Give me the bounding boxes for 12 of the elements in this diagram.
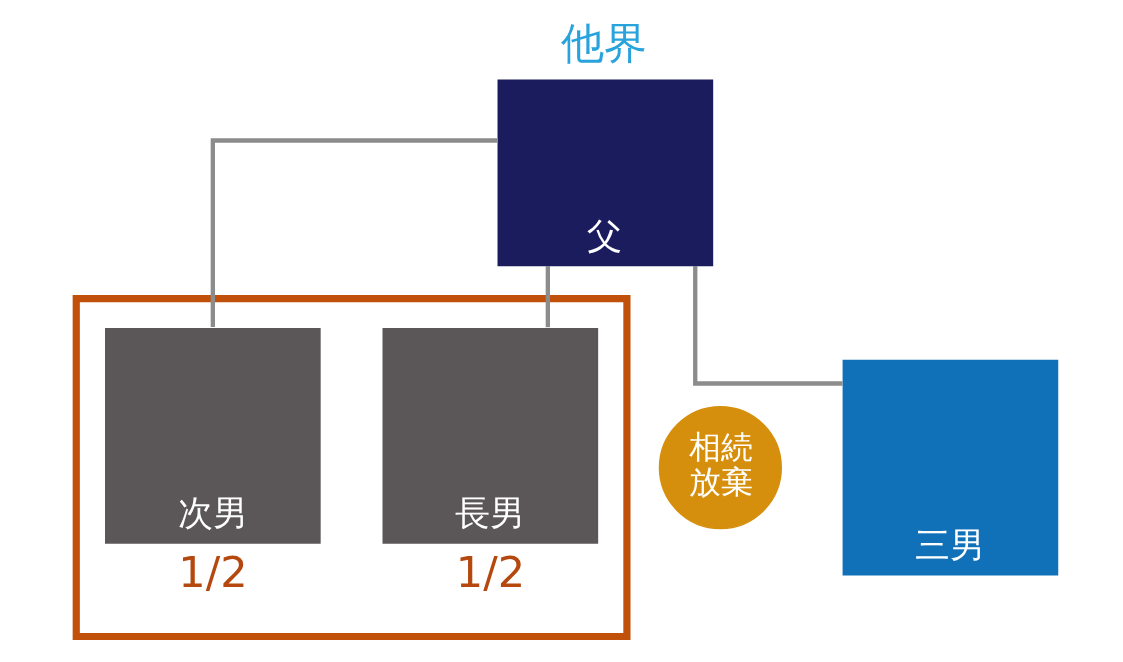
connector bbox=[693, 265, 843, 386]
node-label: 1/2 bbox=[455, 546, 526, 597]
node-box: 長男 bbox=[382, 328, 599, 544]
node-box: 次男 bbox=[105, 328, 321, 544]
node-label: 1/2 bbox=[178, 546, 248, 597]
cluster bbox=[72, 295, 631, 641]
node-box: 父 bbox=[497, 79, 714, 267]
connector bbox=[545, 266, 550, 328]
connector bbox=[210, 138, 498, 327]
node-box: 三男 bbox=[842, 359, 1059, 576]
node-label: 他界 bbox=[561, 17, 648, 68]
node-circle: 相続放棄 bbox=[658, 405, 782, 530]
